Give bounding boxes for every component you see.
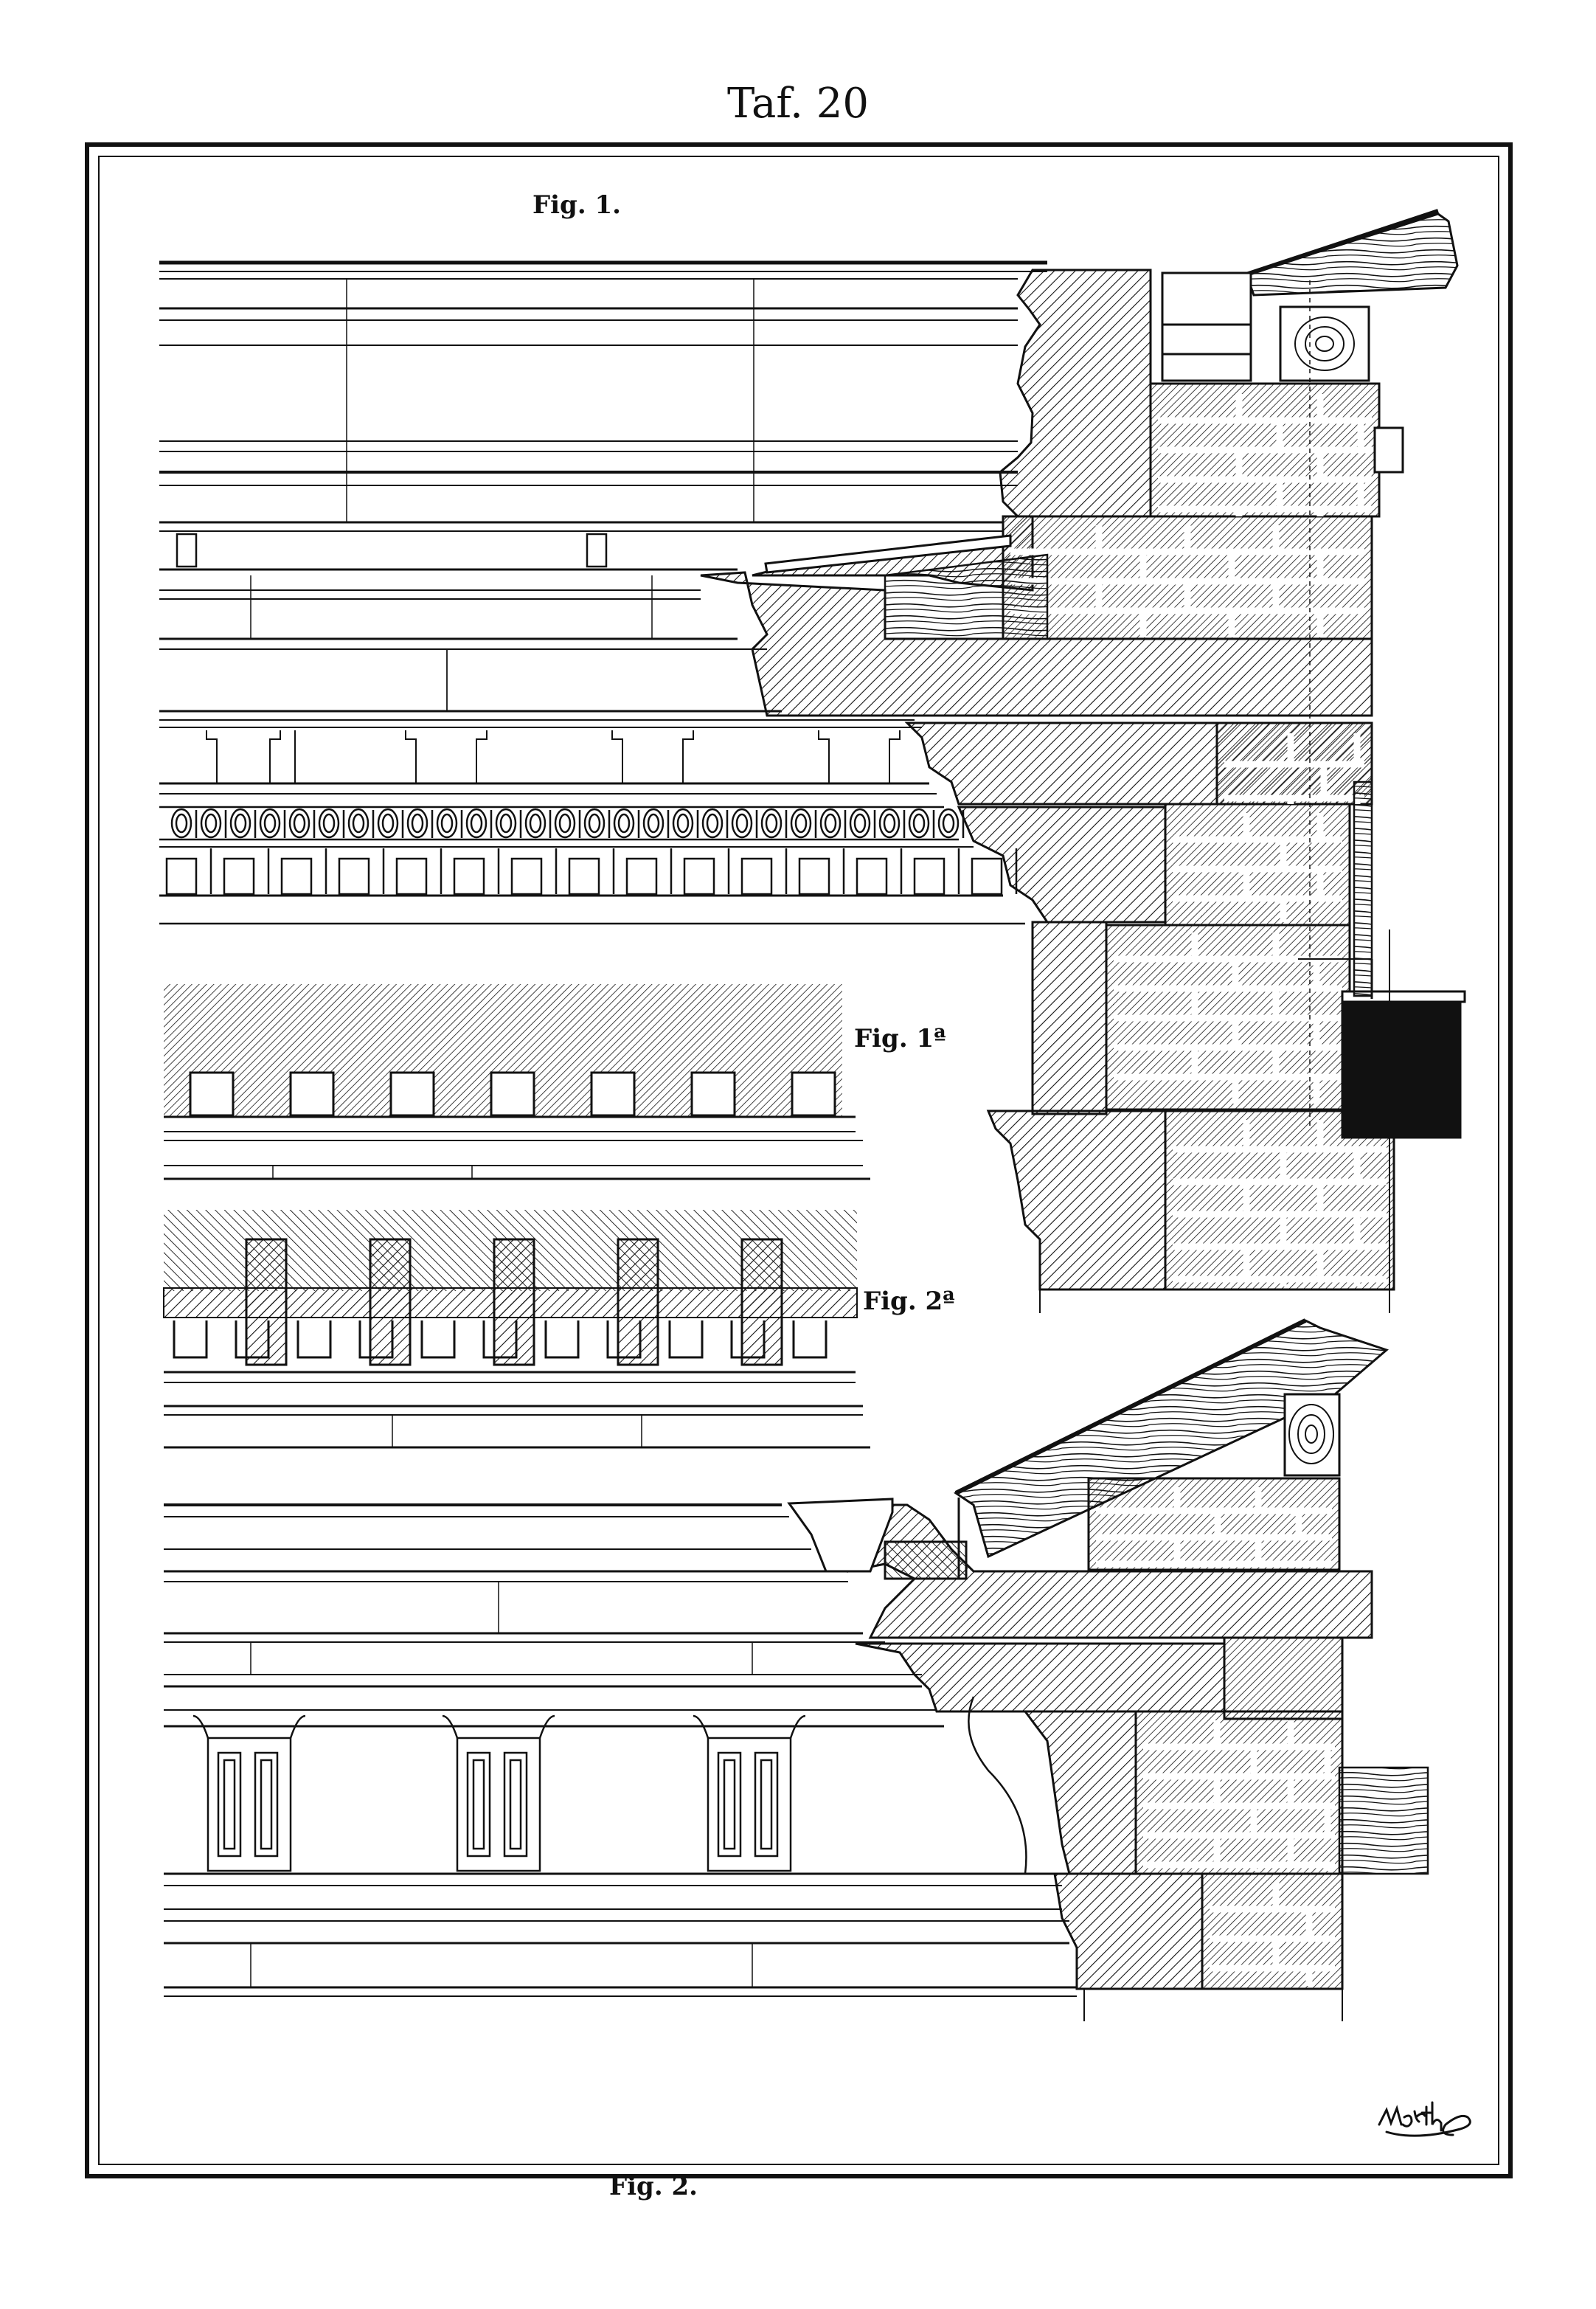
artist-signature <box>1378 2101 1471 2137</box>
fig2a-label: Fig. 2ª <box>863 1287 955 1316</box>
plate-frame-inner <box>98 156 1499 2165</box>
fig1a-detail <box>164 984 870 1180</box>
fig1-upper-gutter <box>1161 271 1252 382</box>
fig2-roof <box>787 1318 1429 1875</box>
fig2-label: Fig. 2. <box>609 2172 698 2201</box>
fig2-gutter <box>787 1498 968 1580</box>
fig1-section-brick <box>1002 382 1395 1291</box>
fig1-roof <box>764 209 1466 1313</box>
plate-title: Taf. 20 <box>727 80 869 128</box>
dentil-row <box>165 848 1018 896</box>
timber-end-grain-2 <box>1288 1404 1334 1464</box>
plate-frame-outer <box>85 142 1513 2178</box>
fig2-section-stone <box>847 1503 1373 2021</box>
fig1a-label: Fig. 1ª <box>854 1024 946 1053</box>
fig2a-detail <box>163 1210 870 1449</box>
fig1-gutter-box <box>1341 997 1462 1139</box>
timber-end-grain-1 <box>1294 316 1355 371</box>
fig2-elevation <box>164 1503 1077 1997</box>
fig2-section-brick <box>1087 1477 1344 1990</box>
eggs-row <box>170 808 965 839</box>
fig1-elevation <box>159 260 1047 925</box>
fig1-label: Fig. 1. <box>532 190 621 220</box>
egg-and-dart-frieze <box>159 806 959 841</box>
